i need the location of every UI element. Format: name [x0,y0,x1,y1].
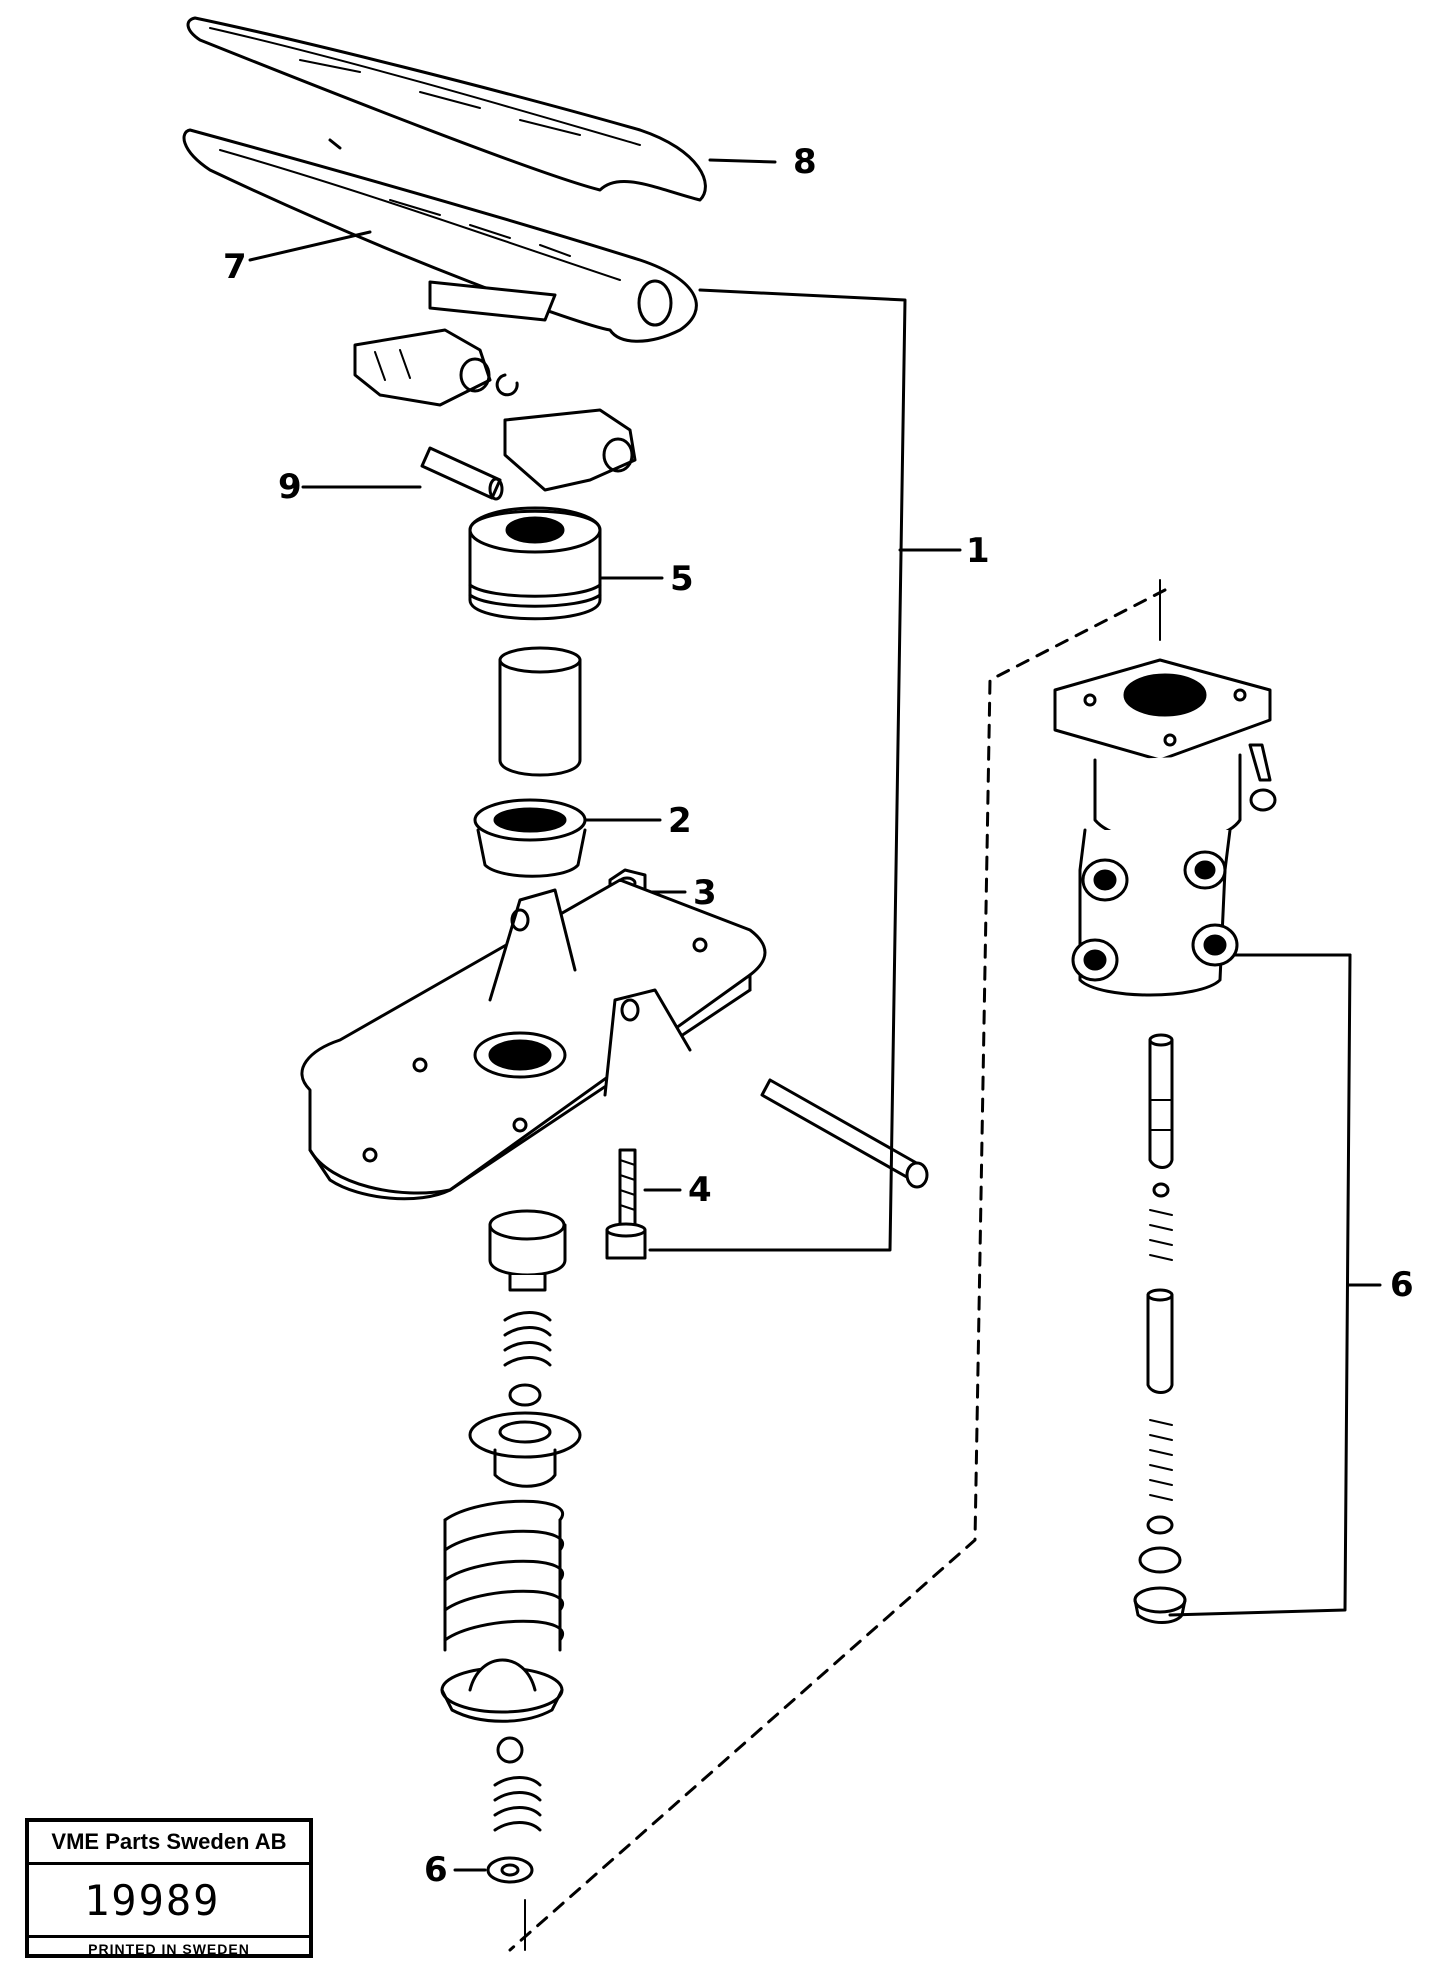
callout-6-kit: 6 [1390,1265,1414,1305]
valve-body [1053,658,1277,997]
callout-7: 7 [223,247,247,287]
bracket-1 [648,288,907,1252]
publisher-stamp: VME Parts Sweden AB 19989 PRINTED IN SWE… [25,1818,313,1958]
hinge-block-left [353,328,492,407]
callout-2: 2 [668,801,692,841]
part-2-seal [473,798,587,878]
long-pin [760,1078,929,1189]
part-7-pedal [182,128,698,343]
leader-8 [708,158,777,164]
callout-5: 5 [670,559,694,599]
callout-1: 1 [966,531,990,571]
part-8-pedal-cover [186,16,707,202]
plunger [498,646,582,777]
stamp-company: VME Parts Sweden AB [29,1822,309,1865]
circlip [495,373,519,397]
callout-6-bottom: 6 [424,1850,448,1890]
stamp-printed: PRINTED IN SWEDEN [88,1941,250,1957]
bracket-6 [1168,953,1352,1617]
hinge-block-right [503,408,637,492]
valve-internals [1133,1033,1187,1624]
part-9-pin [420,446,504,501]
base-plate [300,878,767,1201]
part-5-rubber-boot [468,506,602,621]
callout-9: 9 [278,467,302,507]
callout-3: 3 [693,873,717,913]
callout-4: 4 [688,1170,712,1210]
stamp-number: 19989 [29,1865,309,1938]
leader-7 [248,230,372,262]
dashed-connector [508,588,1167,1952]
part-4-bolt [605,1148,647,1260]
callout-8: 8 [793,142,817,182]
pedal-pad [428,280,557,322]
lower-valve-stack [440,1209,582,1884]
